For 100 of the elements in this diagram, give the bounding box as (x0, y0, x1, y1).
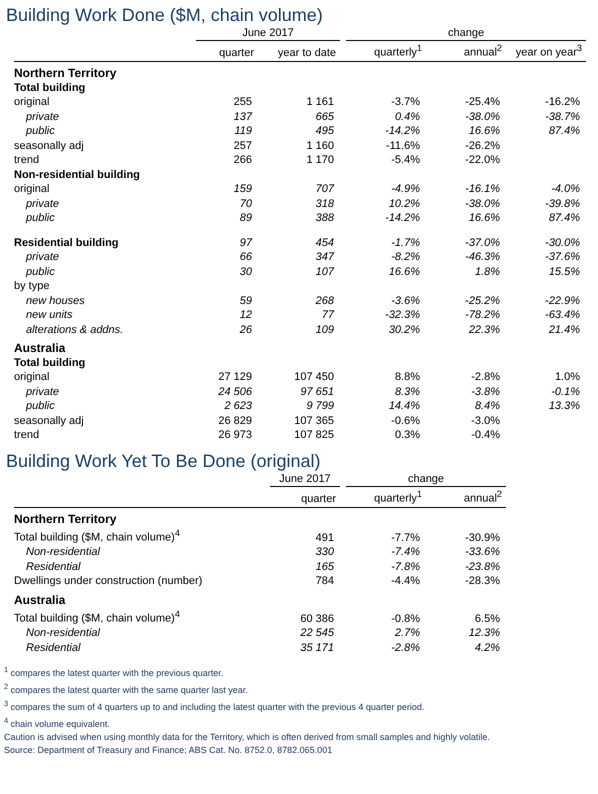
data-value: 107 (314, 264, 336, 279)
column-header: annual$^{2}$ (426, 487, 506, 508)
data-value: 26 829 (217, 414, 253, 428)
data-value: -25.2% (464, 294, 502, 308)
data-value: 665 (314, 110, 336, 124)
data-value: -32.3% (384, 308, 422, 322)
column-header: year to date (258, 41, 340, 62)
row-label: by type (14, 279, 50, 294)
data-value: 87.4% (548, 211, 582, 226)
data-value: 109 (314, 322, 336, 337)
data-value: -25.4% (464, 95, 502, 110)
column-header: year on year$^{3}$ (506, 41, 586, 62)
section-heading: Total building (14, 356, 86, 370)
footnote: Source: Department of Treasury and Finance; ABS Cat. No. 8752.0, 8782.065.001 (4, 744, 334, 757)
data-value: -8.2% (390, 250, 422, 264)
data-value: -16.2% (544, 95, 582, 110)
data-value: 0.3% (394, 428, 422, 442)
data-value: 30.2% (388, 322, 422, 337)
data-value: 1 161 (305, 95, 336, 110)
data-value: -78.2% (464, 308, 502, 322)
section-heading: Australia (14, 340, 66, 356)
column-header: quarter (190, 41, 258, 62)
column-group-header: change (346, 26, 586, 41)
section-heading: Australia (14, 592, 66, 607)
data-value: -5.4% (390, 153, 422, 168)
row-label: private (24, 250, 60, 264)
row-label: alterations & addns. (25, 322, 124, 337)
data-value: 257 (232, 138, 253, 153)
data-value: 165 (314, 560, 335, 574)
row-label: public (24, 211, 56, 226)
data-value: -33.6% (464, 545, 501, 560)
data-value: 6.5% (474, 612, 501, 626)
column-header: annual$^{2}$ (426, 41, 506, 62)
data-value: 27 129 (217, 370, 253, 384)
row-label: new units (25, 308, 74, 322)
data-value: 2 623 (223, 399, 253, 414)
row-label: original (14, 95, 50, 110)
data-value: -22.9% (544, 294, 582, 308)
data-value: -4.9% (390, 182, 422, 196)
data-value: 87.4% (548, 124, 582, 138)
data-value: 16.6% (388, 264, 422, 279)
data-value: 15.5% (548, 264, 582, 279)
data-value: 491 (314, 530, 335, 545)
column-header: quarterly$^{1}$ (340, 41, 426, 62)
data-value: 22 545 (299, 626, 335, 640)
row-label: seasonally adj (14, 414, 85, 428)
data-value: -30.9% (464, 530, 501, 545)
data-value: -2.8% (390, 640, 421, 655)
row-label: Residential (25, 640, 82, 655)
data-value: 10.2% (388, 196, 422, 211)
section-heading: Total building (14, 80, 86, 95)
data-value: 4.2% (474, 640, 501, 655)
data-value: 12.3% (468, 626, 501, 640)
data-value: -16.1% (464, 182, 502, 196)
data-value: -3.8% (470, 384, 502, 399)
data-value: 97 651 (299, 384, 336, 399)
data-value: 330 (314, 545, 335, 560)
data-value: 107 825 (293, 428, 336, 442)
row-label: public (24, 124, 56, 138)
data-value: -26.2% (464, 138, 502, 153)
data-value: 89 (238, 211, 253, 226)
data-value: -7.4% (390, 545, 421, 560)
data-value: 107 365 (293, 414, 336, 428)
data-value: -4.0% (550, 182, 582, 196)
section-heading: Northern Territory (14, 507, 506, 526)
row-label: Residential (25, 560, 82, 574)
data-value: -39.8% (544, 196, 582, 211)
data-value: 318 (314, 196, 336, 211)
data-value: -38.0% (464, 196, 502, 211)
column-header: quarterly$^{1}$ (340, 487, 426, 508)
data-value: -4.4% (390, 574, 421, 588)
data-value: 16.6% (468, 124, 502, 138)
column-group-header: June 2017 (196, 26, 340, 41)
data-value: 21.4% (548, 322, 582, 337)
row-label: Dwellings under construction (number) (14, 574, 204, 588)
data-value: 268 (314, 294, 336, 308)
row-label: trend (14, 428, 40, 442)
data-value: 30 (238, 264, 253, 279)
data-value: 66 (238, 250, 253, 264)
data-value: -30.0% (544, 236, 582, 250)
data-value: 1 160 (305, 138, 336, 153)
data-value: 70 (238, 196, 253, 211)
footnote: Caution is advised when using monthly data for the Territory, which is often derived from small samples and highly volatile. (4, 730, 491, 744)
data-value: -37.0% (464, 236, 502, 250)
data-value: -14.2% (384, 124, 422, 138)
section-heading: Northern Territory (14, 61, 586, 80)
data-value: -0.6% (390, 414, 422, 428)
data-value: 77 (320, 308, 336, 322)
data-value: 16.6% (468, 211, 502, 226)
footnote: $^{4}$ chain volume equivalent. (4, 714, 111, 731)
row-label: trend (14, 153, 40, 168)
data-value: 24 506 (217, 384, 253, 399)
data-value: -11.6% (384, 138, 422, 153)
row-label: Total building ($M, chain volume)$^{4}$ (14, 608, 181, 626)
data-value: -37.6% (544, 250, 582, 264)
data-value: -14.2% (384, 211, 422, 226)
data-value: 26 973 (217, 428, 253, 442)
data-value: 1.8% (474, 264, 502, 279)
row-label: private (24, 196, 60, 211)
data-value: -0.1% (550, 384, 582, 399)
